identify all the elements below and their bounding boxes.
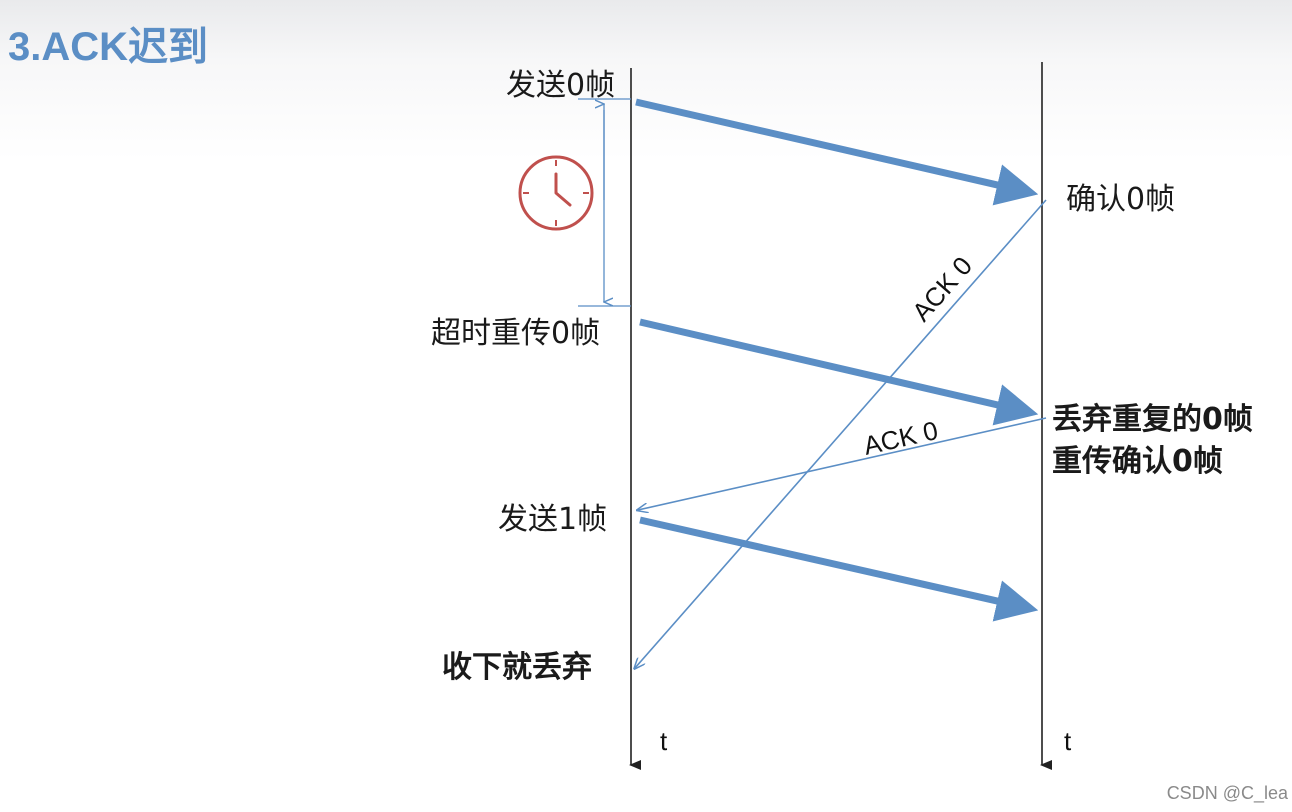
label-timeout-retransmit: 超时重传0帧 <box>431 316 601 351</box>
label-discard-duplicate: 丢弃重复的0帧 <box>1052 402 1253 437</box>
label-send-frame1: 发送1帧 <box>498 502 608 537</box>
label-send-frame0: 发送0帧 <box>506 68 616 103</box>
label-confirm-frame0: 确认0帧 <box>1066 182 1176 217</box>
sender-time-label: t <box>660 726 668 756</box>
frame0-transfer-arrow <box>635 98 1039 206</box>
clock-icon <box>518 155 594 231</box>
label-receive-discard: 收下就丢弃 <box>442 650 592 685</box>
ack0-late-arrow <box>635 199 1047 668</box>
ack-label-resent: ACK 0 <box>861 415 941 461</box>
watermark: CSDN @C_lea <box>1166 783 1288 803</box>
frame0-retransmit-arrow <box>639 318 1039 426</box>
page-title: 3.ACK迟到 <box>8 25 209 69</box>
ack0-resent-arrow <box>638 417 1047 510</box>
label-reconfirm: 重传确认0帧 <box>1052 444 1223 479</box>
frame1-transfer-arrow <box>639 516 1039 622</box>
receiver-time-label: t <box>1064 726 1072 756</box>
